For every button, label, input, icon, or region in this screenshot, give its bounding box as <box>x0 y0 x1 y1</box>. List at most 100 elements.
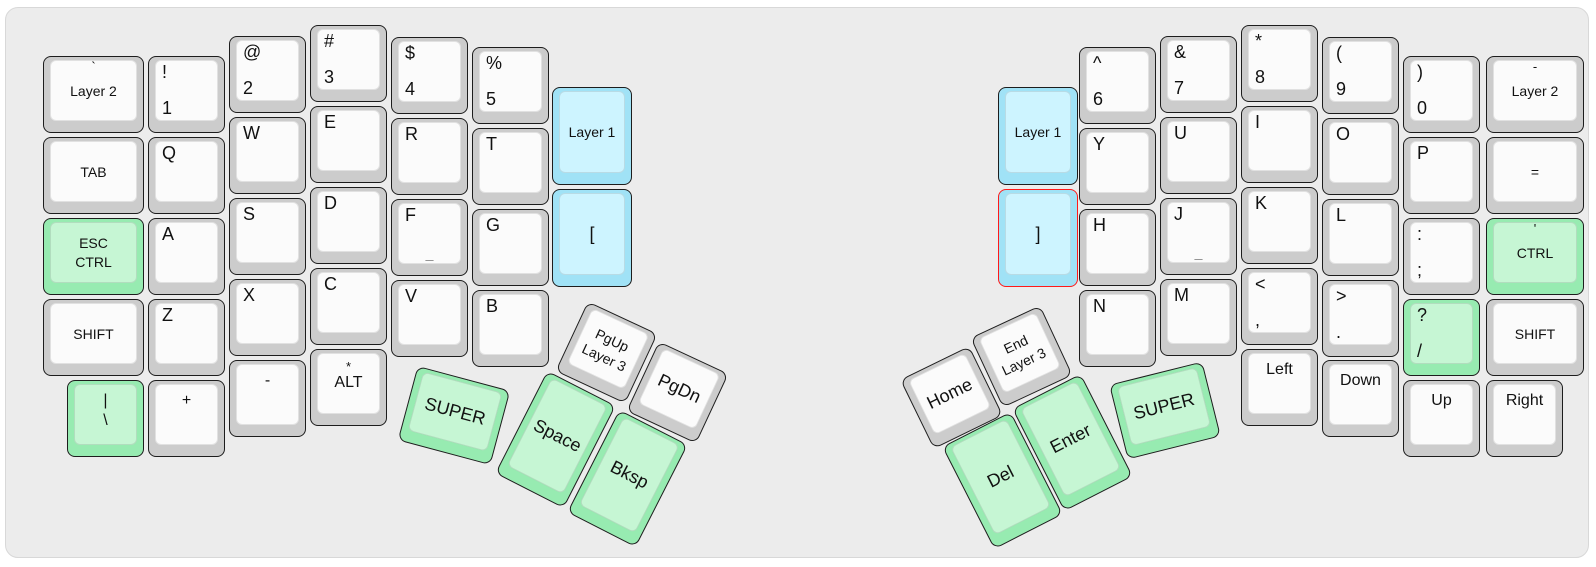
key-equals[interactable]: = <box>1486 137 1584 214</box>
key-9[interactable]: (9 <box>1322 37 1399 114</box>
key-label: N <box>1093 296 1106 316</box>
key-0[interactable]: )0 <box>1403 56 1480 133</box>
key-label: - <box>1532 59 1538 74</box>
key-label: O <box>1336 124 1351 144</box>
keycap-top <box>155 303 218 364</box>
key-j[interactable]: J_ <box>1160 198 1237 275</box>
key-v[interactable]: V <box>391 280 468 357</box>
key-period[interactable]: >. <box>1322 280 1399 357</box>
key-b[interactable]: B <box>472 290 549 367</box>
key-label: M <box>1174 285 1189 305</box>
key-8[interactable]: *8 <box>1241 25 1318 102</box>
key-slash[interactable]: ?/ <box>1403 299 1480 376</box>
key-arrow-right[interactable]: Right <box>1486 380 1563 457</box>
key-dash-layer2[interactable]: -Layer 2 <box>1486 56 1584 133</box>
key-comma[interactable]: <, <box>1241 268 1318 345</box>
key-pipe-backslash[interactable]: |\ <box>67 380 144 457</box>
key-y[interactable]: Y <box>1079 128 1156 205</box>
key-c[interactable]: C <box>310 268 387 345</box>
key-n[interactable]: N <box>1079 290 1156 367</box>
key-t[interactable]: T <box>472 128 549 205</box>
key-super-left[interactable]: SUPER <box>397 365 511 465</box>
key-quote-ctrl[interactable]: 'CTRL <box>1486 218 1584 295</box>
key-label: W <box>243 123 260 143</box>
keycap-top <box>1248 272 1311 333</box>
key-layer1-left[interactable]: Layer 1 <box>552 87 632 185</box>
keycap-top <box>1410 141 1473 202</box>
key-label: 7 <box>1174 78 1185 98</box>
key-label: # <box>324 31 335 51</box>
key-right-bracket[interactable]: ] <box>998 189 1078 287</box>
key-label: * <box>345 359 352 374</box>
key-label: V <box>405 286 418 306</box>
key-i[interactable]: I <box>1241 106 1318 183</box>
key-label: E <box>324 112 337 132</box>
key-x[interactable]: X <box>229 279 306 356</box>
key-6[interactable]: ^6 <box>1079 47 1156 124</box>
key-label: CTRL <box>1516 244 1554 261</box>
key-7[interactable]: &7 <box>1160 36 1237 113</box>
key-asterisk-alt[interactable]: *ALT <box>310 349 387 426</box>
keycap-top <box>1329 284 1392 345</box>
key-grave-layer2[interactable]: `Layer 2 <box>43 56 144 133</box>
key-q[interactable]: Q <box>148 137 225 214</box>
key-label: Right <box>1505 392 1544 409</box>
key-left-bracket[interactable]: [ <box>552 189 632 287</box>
key-m[interactable]: M <box>1160 279 1237 356</box>
key-l[interactable]: L <box>1322 199 1399 276</box>
key-layer1-right[interactable]: Layer 1 <box>998 87 1078 185</box>
key-s[interactable]: S <box>229 198 306 275</box>
key-arrow-left[interactable]: Left <box>1241 349 1318 426</box>
key-label: SHIFT <box>73 325 114 342</box>
keycap-top <box>559 91 625 173</box>
key-5[interactable]: %5 <box>472 47 549 124</box>
key-f[interactable]: F_ <box>391 199 468 276</box>
key-4[interactable]: $4 <box>391 37 468 114</box>
keycap-top <box>1248 353 1311 414</box>
key-z[interactable]: Z <box>148 299 225 376</box>
key-label: 3 <box>324 67 335 87</box>
key-u[interactable]: U <box>1160 117 1237 194</box>
key-e[interactable]: E <box>310 106 387 183</box>
key-label: SUPER <box>1131 388 1197 423</box>
key-super-right[interactable]: SUPER <box>1109 361 1221 459</box>
key-label: Space <box>529 414 585 456</box>
key-label: < <box>1255 274 1266 294</box>
key-tab[interactable]: TAB <box>43 137 144 214</box>
key-d[interactable]: D <box>310 187 387 264</box>
keycap-top <box>1167 121 1230 182</box>
key-a[interactable]: A <box>148 218 225 295</box>
key-h[interactable]: H <box>1079 209 1156 286</box>
key-semicolon[interactable]: :; <box>1403 218 1480 295</box>
keycap-top <box>50 303 137 364</box>
keycap-top <box>1329 122 1392 183</box>
key-label: 5 <box>486 89 497 109</box>
key-arrow-down[interactable]: Down <box>1322 360 1399 437</box>
keycap-top <box>236 40 299 101</box>
key-w[interactable]: W <box>229 117 306 194</box>
key-1[interactable]: !1 <box>148 56 225 133</box>
key-label: 8 <box>1255 67 1266 87</box>
key-r[interactable]: R <box>391 118 468 195</box>
key-label: ^ <box>1093 53 1102 73</box>
keycap-top <box>479 294 542 355</box>
key-label: A <box>162 224 175 244</box>
key-g[interactable]: G <box>472 209 549 286</box>
key-label: . <box>1336 322 1342 342</box>
key-plus[interactable]: + <box>148 380 225 457</box>
key-k[interactable]: K <box>1241 187 1318 264</box>
key-p[interactable]: P <box>1403 137 1480 214</box>
key-label: \ <box>103 412 108 429</box>
keycap-top <box>1005 91 1071 173</box>
key-o[interactable]: O <box>1322 118 1399 195</box>
key-shift-right[interactable]: SHIFT <box>1486 299 1584 376</box>
keycap-top <box>1410 303 1473 364</box>
key-3[interactable]: #3 <box>310 25 387 102</box>
key-shift-left[interactable]: SHIFT <box>43 299 144 376</box>
key-arrow-up[interactable]: Up <box>1403 380 1480 457</box>
keycap-top <box>1410 384 1473 445</box>
key-label: + <box>181 392 192 409</box>
key-2[interactable]: @2 <box>229 36 306 113</box>
key-minus[interactable]: - <box>229 360 306 437</box>
